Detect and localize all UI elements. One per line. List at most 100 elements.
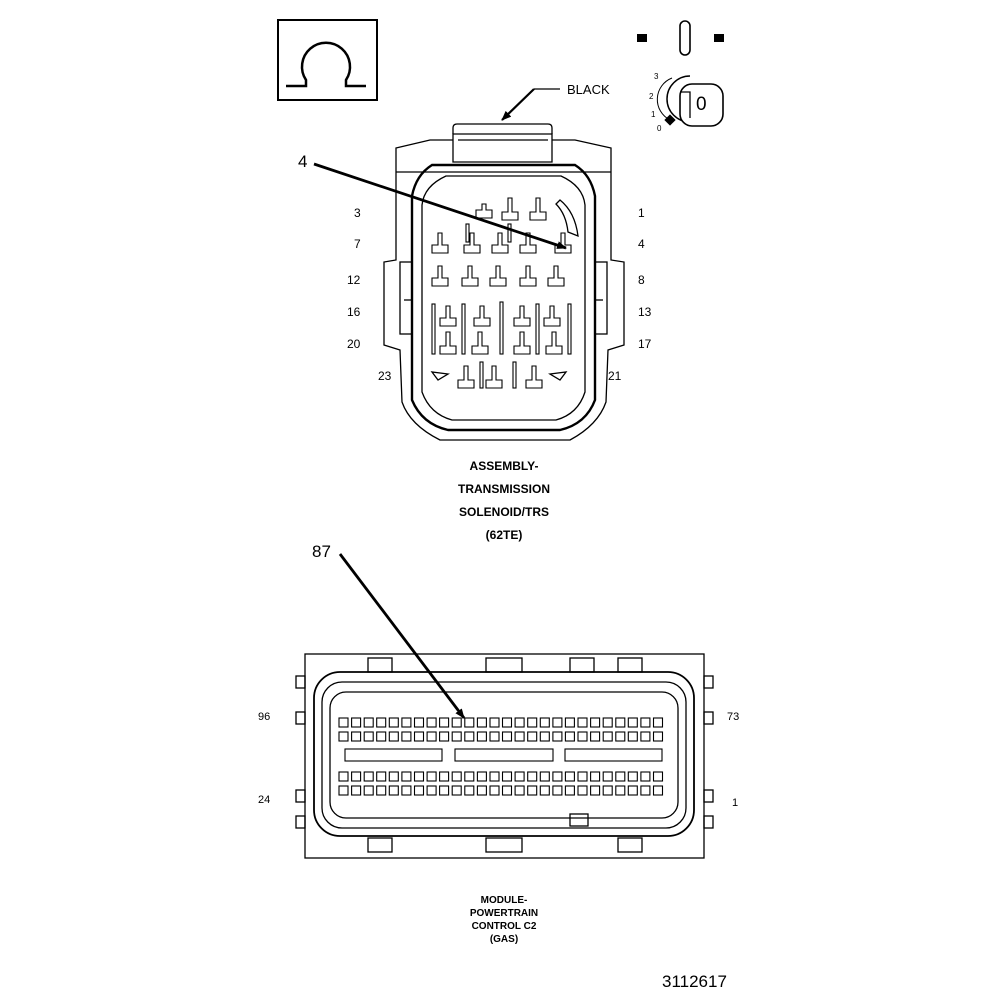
terminal-cavity bbox=[539, 731, 550, 742]
terminal-cavity bbox=[464, 771, 475, 782]
terminal-cavity bbox=[413, 771, 425, 782]
caption-line: ASSEMBLY- bbox=[469, 459, 539, 473]
connector-1-pin-label-right: 1 bbox=[638, 206, 645, 220]
terminal-cavity bbox=[652, 717, 664, 728]
terminal-cavity bbox=[577, 785, 588, 796]
ignition-position-2: 2 bbox=[649, 92, 654, 101]
terminal-cavity bbox=[426, 771, 437, 782]
terminal-cavity bbox=[451, 785, 462, 796]
terminal-cavity bbox=[652, 731, 664, 742]
connector-1-pin-label-right: 4 bbox=[638, 237, 645, 251]
terminal-cavity bbox=[338, 717, 349, 728]
terminal-cavity bbox=[363, 717, 374, 728]
connector-1-pin-label-left: 16 bbox=[347, 305, 361, 319]
terminal-cavity bbox=[451, 717, 462, 728]
terminal-cavity bbox=[602, 717, 613, 728]
terminal-cavity bbox=[602, 731, 613, 742]
terminal-cavity bbox=[640, 731, 651, 742]
terminal-cavity bbox=[514, 717, 525, 728]
connector-2-outline bbox=[295, 653, 714, 859]
terminal-cavity bbox=[615, 771, 626, 782]
terminal-cavity bbox=[376, 771, 387, 782]
terminal-cavity bbox=[464, 785, 475, 796]
terminal-cavity bbox=[476, 731, 487, 742]
terminal-cavity bbox=[388, 717, 399, 728]
terminal-cavity bbox=[514, 771, 525, 782]
terminal-cavity bbox=[514, 731, 525, 742]
terminal-cavity bbox=[338, 785, 349, 796]
terminal-cavity bbox=[539, 717, 550, 728]
terminal-cavity bbox=[439, 717, 450, 728]
connector-1-pin-arrow bbox=[313, 162, 567, 250]
caption-line: (62TE) bbox=[485, 528, 523, 542]
terminal-cavity bbox=[439, 785, 450, 796]
terminal-cavity bbox=[363, 731, 374, 742]
terminal-cavity bbox=[514, 785, 525, 796]
terminal-cavity bbox=[552, 731, 563, 742]
terminal-cavity bbox=[627, 785, 638, 796]
terminal-cavity bbox=[426, 785, 437, 796]
terminal-cavity bbox=[590, 731, 601, 742]
terminal-cavity bbox=[552, 785, 563, 796]
terminal-cavity bbox=[426, 731, 437, 742]
terminal-cavity bbox=[501, 717, 513, 728]
caption-line: POWERTRAIN bbox=[469, 908, 539, 919]
terminal-cavity bbox=[615, 785, 626, 796]
connector-1-terminals bbox=[431, 197, 572, 389]
terminal-cavity bbox=[451, 731, 462, 742]
connector-2-pin-top-right: 73 bbox=[727, 711, 740, 723]
connector-2-caption: MODULE- POWERTRAIN CONTROL C2 (GAS) bbox=[404, 894, 604, 946]
terminal-cavity bbox=[590, 785, 601, 796]
terminal-cavity bbox=[615, 717, 626, 728]
terminal-cavity bbox=[451, 771, 462, 782]
ohm-symbol-icon bbox=[277, 19, 378, 101]
terminal-cavity bbox=[376, 717, 387, 728]
terminal-cavity bbox=[501, 785, 513, 796]
caption-line: CONTROL C2 bbox=[471, 921, 537, 932]
connector-1-callout-pin: 4 bbox=[298, 152, 308, 171]
connector-1-pin-label-left: 7 bbox=[354, 237, 361, 251]
terminal-cavity bbox=[552, 771, 563, 782]
terminal-cavity bbox=[577, 731, 588, 742]
terminal-cavity bbox=[439, 731, 450, 742]
connector-2-center-bars bbox=[344, 748, 663, 762]
terminal-cavity bbox=[401, 771, 412, 782]
terminal-cavity bbox=[501, 731, 513, 742]
terminal-cavity bbox=[627, 731, 638, 742]
terminal-cavity bbox=[577, 717, 588, 728]
terminal-cavity bbox=[426, 717, 437, 728]
terminal-cavity bbox=[351, 731, 362, 742]
terminal-cavity bbox=[564, 785, 575, 796]
terminal-cavity bbox=[652, 785, 664, 796]
caption-line: TRANSMISSION bbox=[457, 482, 550, 496]
terminal-cavity bbox=[640, 771, 651, 782]
connector-2-terminals bbox=[338, 717, 664, 796]
connector-2-pin-bottom-right: 1 bbox=[732, 797, 739, 809]
terminal-cavity bbox=[527, 717, 538, 728]
connector-1-pin-label-left: 23 bbox=[378, 369, 392, 383]
caption-line: SOLENOID/TRS bbox=[458, 505, 549, 519]
connector-1-outline bbox=[383, 123, 625, 441]
terminal-cavity bbox=[363, 771, 374, 782]
terminal-cavity bbox=[351, 785, 362, 796]
ignition-position-3: 3 bbox=[654, 72, 659, 81]
terminal-cavity bbox=[527, 731, 538, 742]
terminal-cavity bbox=[489, 717, 500, 728]
terminal-cavity bbox=[413, 731, 425, 742]
connector-2-pin-arrow bbox=[338, 553, 466, 719]
terminal-cavity bbox=[363, 785, 374, 796]
connector-1-pin-label-left: 3 bbox=[354, 206, 361, 220]
terminal-cavity bbox=[413, 717, 425, 728]
figure-number: 3112617 bbox=[662, 972, 727, 991]
terminal-cavity bbox=[564, 717, 575, 728]
terminal-cavity bbox=[564, 771, 575, 782]
terminal-cavity bbox=[652, 771, 664, 782]
terminal-cavity bbox=[401, 785, 412, 796]
terminal-cavity bbox=[413, 785, 425, 796]
connector-1-color-label: BLACK bbox=[567, 82, 610, 97]
terminal-cavity bbox=[376, 785, 387, 796]
connector-1-pin-label-right: 21 bbox=[608, 369, 622, 383]
terminal-cavity bbox=[627, 771, 638, 782]
terminal-cavity bbox=[501, 771, 513, 782]
terminal-cavity bbox=[615, 731, 626, 742]
